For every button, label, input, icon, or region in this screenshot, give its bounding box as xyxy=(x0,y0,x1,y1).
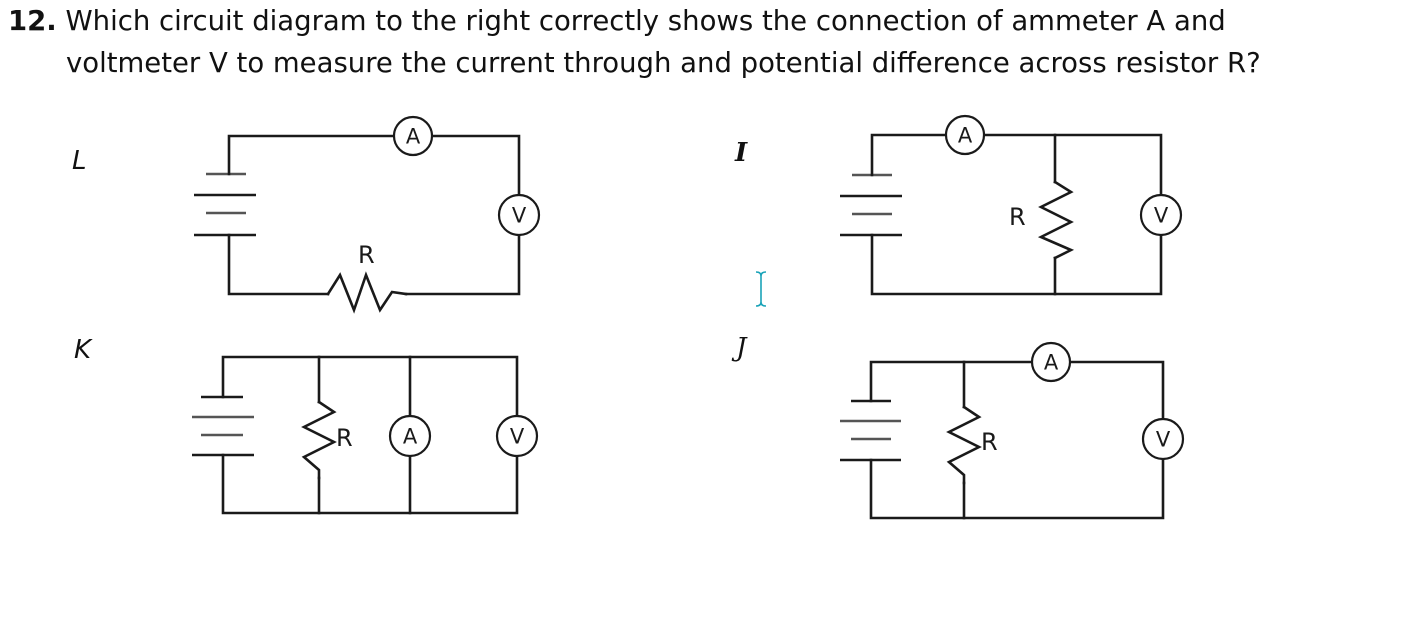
text-cursor-icon xyxy=(755,271,767,307)
battery-icon xyxy=(194,172,256,237)
ammeter-label: A xyxy=(958,124,973,148)
wire xyxy=(227,233,330,296)
resistor-label: R xyxy=(981,428,998,456)
circuit-i: R A V xyxy=(840,114,1183,296)
battery-icon xyxy=(192,395,254,457)
resistor-icon xyxy=(301,400,337,480)
circuit-l: R A V xyxy=(194,115,541,314)
voltmeter-label: V xyxy=(512,204,527,228)
voltmeter-label: V xyxy=(1154,204,1169,228)
ammeter-label: A xyxy=(406,125,421,149)
resistor-icon xyxy=(946,405,982,485)
resistor-icon xyxy=(326,271,408,314)
option-label-i: I xyxy=(735,138,748,168)
resistor-label: R xyxy=(336,424,353,452)
voltmeter-icon: V xyxy=(497,193,541,237)
voltmeter-label: V xyxy=(1156,428,1171,452)
wire xyxy=(227,134,396,176)
question-number: 12. xyxy=(8,5,57,37)
resistor-label: R xyxy=(358,241,375,269)
resistor-icon xyxy=(1037,180,1075,260)
ammeter-icon: A xyxy=(392,115,434,157)
ammeter-icon: A xyxy=(944,114,986,156)
ammeter-label: A xyxy=(403,425,418,449)
question-line-1: Which circuit diagram to the right corre… xyxy=(65,5,1226,37)
battery-icon xyxy=(840,173,902,237)
ammeter-icon: A xyxy=(388,414,432,458)
wire xyxy=(221,355,519,418)
wire xyxy=(869,457,1165,520)
wire xyxy=(869,360,1033,403)
option-label-k: K xyxy=(74,335,92,365)
question-line-2: voltmeter V to measure the current throu… xyxy=(66,47,1261,79)
voltmeter-icon: V xyxy=(1139,193,1183,237)
ammeter-label: A xyxy=(1044,351,1059,375)
voltmeter-label: V xyxy=(510,425,525,449)
wire xyxy=(221,453,519,515)
wire xyxy=(870,233,1163,296)
question-text: 12. Which circuit diagram to the right c… xyxy=(8,0,1402,84)
option-label-j: J xyxy=(736,333,747,363)
option-label-l: L xyxy=(72,146,87,176)
wire xyxy=(404,234,521,296)
voltmeter-icon: V xyxy=(495,414,539,458)
wire xyxy=(983,133,1163,196)
circuit-k: R A V xyxy=(192,355,539,515)
voltmeter-icon: V xyxy=(1141,417,1185,461)
battery-icon xyxy=(840,399,901,462)
resistor-label: R xyxy=(1009,203,1026,231)
circuit-j: R A V xyxy=(840,341,1185,520)
ammeter-icon: A xyxy=(1030,341,1072,383)
wire xyxy=(870,133,947,177)
wire xyxy=(1069,360,1165,421)
wire xyxy=(430,134,521,196)
